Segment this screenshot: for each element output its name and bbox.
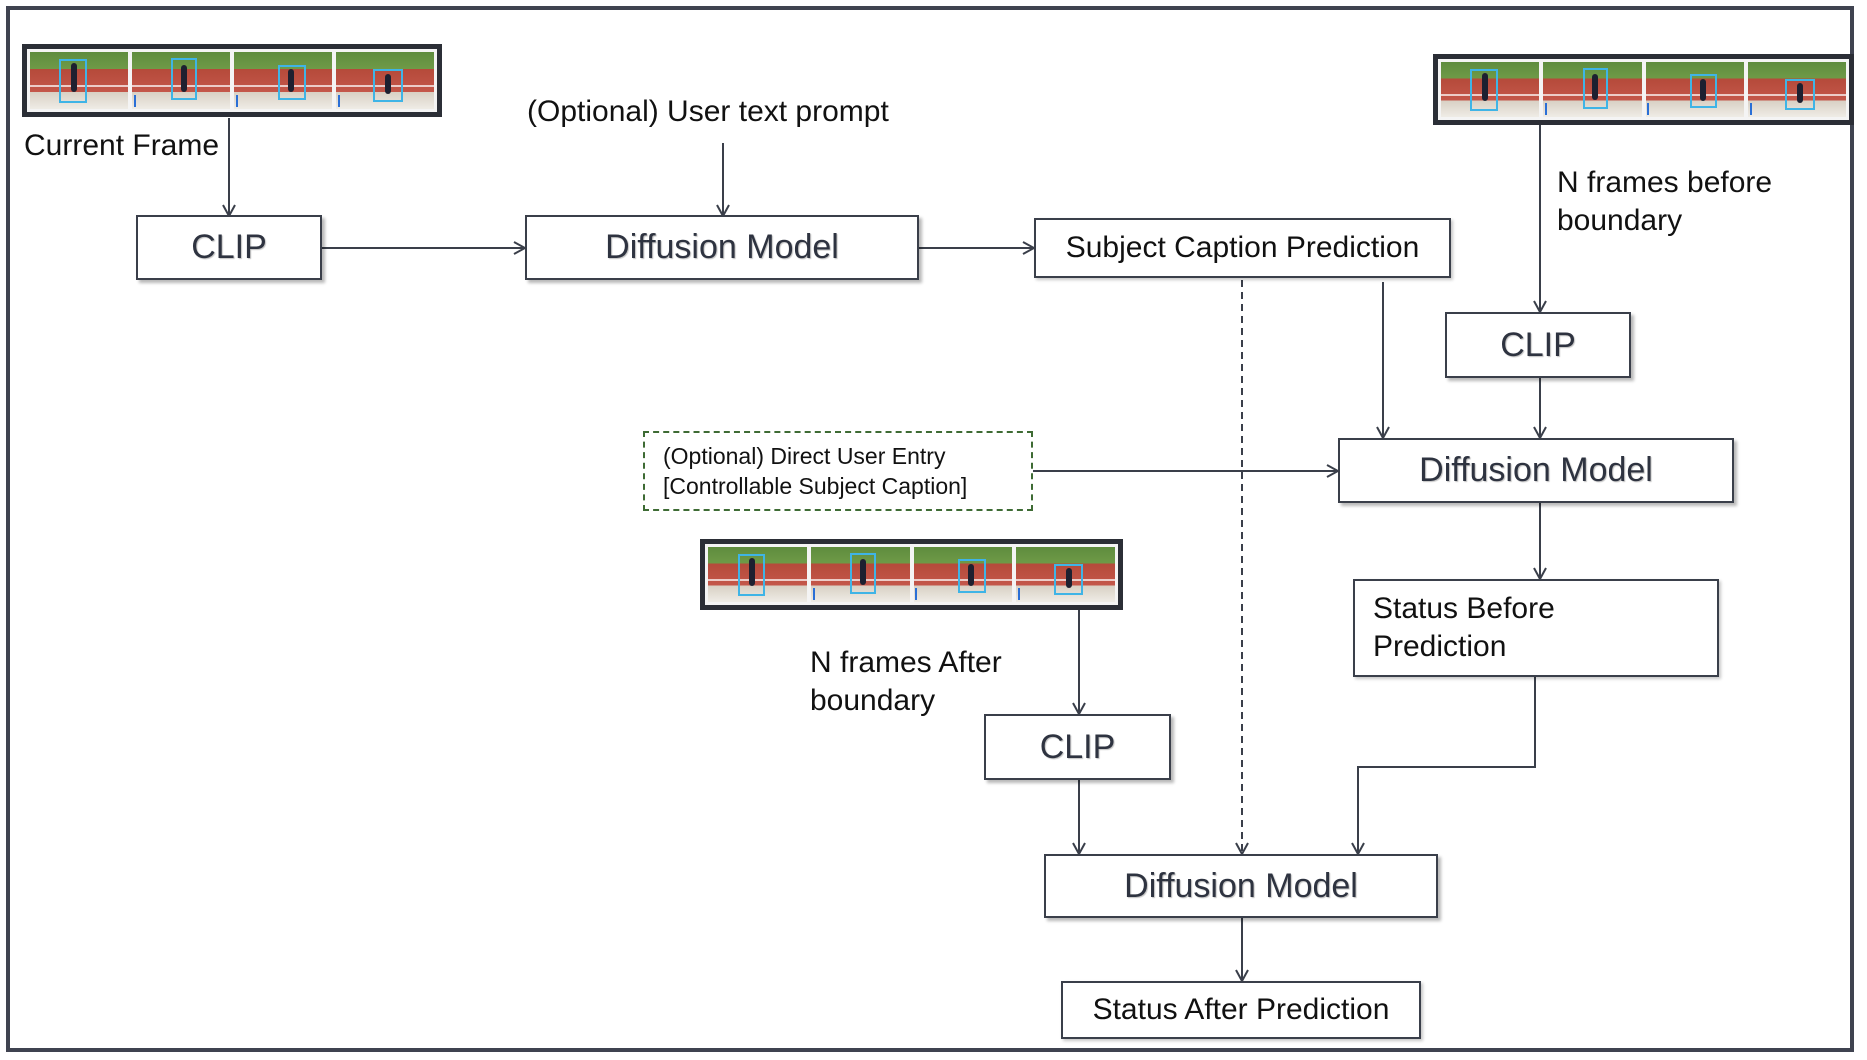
- frame-thumbnail: [1543, 62, 1642, 117]
- status-before-prediction-box: Status Before Prediction: [1353, 579, 1719, 677]
- frame-thumbnail: [1016, 547, 1115, 602]
- current-frame-strip: [22, 44, 442, 117]
- frame-thumbnail: [708, 547, 807, 602]
- frame-thumbnail: [810, 547, 910, 602]
- clip-box-frames-before: CLIP: [1445, 312, 1631, 378]
- frame-thumbnail: [234, 52, 332, 109]
- user-text-prompt-label: (Optional) User text prompt: [527, 95, 889, 128]
- n-frames-after-label: N frames After boundary: [810, 646, 1002, 717]
- arrow-status-before-to-diffusion-3: [1358, 677, 1536, 854]
- diagram-border: [6, 6, 1854, 1052]
- clip-box-frames-after: CLIP: [984, 714, 1171, 780]
- frames-after-strip: [700, 539, 1123, 610]
- frame-thumbnail: [30, 52, 128, 109]
- status-after-prediction-box: Status After Prediction: [1061, 981, 1421, 1039]
- clip-box-current-frame: CLIP: [136, 215, 322, 280]
- subject-caption-prediction-box: Subject Caption Prediction: [1034, 218, 1451, 278]
- current-frame-label: Current Frame: [24, 129, 220, 162]
- diffusion-model-box-3: Diffusion Model: [1044, 854, 1438, 918]
- frame-thumbnail: [1441, 62, 1540, 117]
- frame-thumbnail: [1645, 62, 1744, 117]
- diffusion-model-box-1: Diffusion Model: [525, 215, 919, 280]
- direct-user-entry-box: (Optional) Direct User Entry [Controllab…: [643, 431, 1033, 511]
- n-frames-before-label: N frames before boundary: [1557, 166, 1773, 237]
- frame-thumbnail: [132, 52, 230, 109]
- frame-thumbnail: [913, 547, 1013, 602]
- frame-thumbnail: [336, 52, 434, 109]
- frame-thumbnail: [1747, 62, 1846, 117]
- frames-before-strip: [1433, 54, 1854, 125]
- diffusion-model-box-2: Diffusion Model: [1338, 438, 1734, 503]
